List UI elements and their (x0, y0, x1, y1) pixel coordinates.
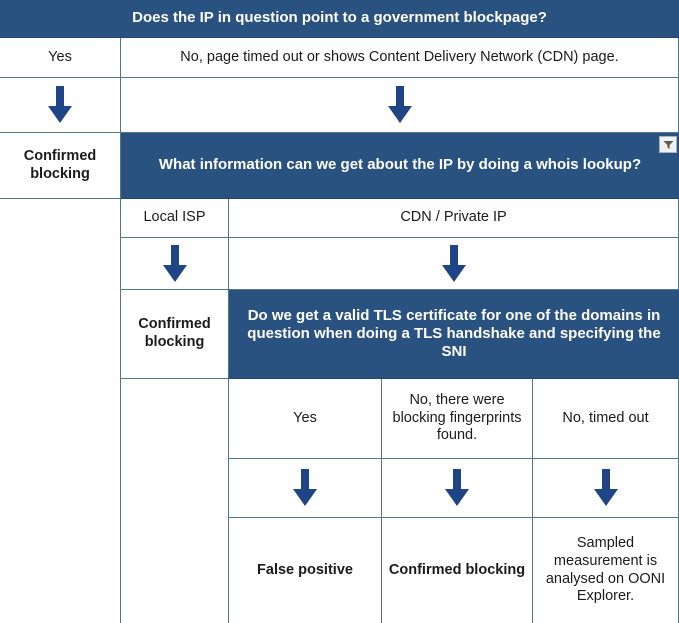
question-3-header: Do we get a valid TLS certificate for on… (229, 290, 679, 379)
outcome-confirmed-blocking-2: Confirmed blocking (121, 290, 229, 379)
answer-no-blockpage: No, page timed out or shows Content Deli… (121, 38, 679, 78)
empty-left-column (0, 199, 121, 623)
down-arrow-icon (47, 86, 73, 124)
down-arrow-icon (387, 86, 413, 124)
arrow-cell-tls-timeout (533, 459, 679, 518)
question-1-header: Does the IP in question point to a gover… (0, 0, 679, 38)
answer-yes-blockpage: Yes (0, 38, 121, 78)
arrow-cell-yes-blockpage (0, 78, 121, 133)
arrow-cell-tls-yes (229, 459, 382, 518)
arrow-cell-tls-fingerprints (382, 459, 533, 518)
outcome-false-positive: False positive (229, 518, 382, 623)
answer-cdn-private-ip: CDN / Private IP (229, 199, 679, 238)
arrow-cell-no-blockpage (121, 78, 679, 133)
down-arrow-icon (441, 244, 467, 283)
arrow-cell-local-isp (121, 238, 229, 290)
outcome-sampled-measurement: Sampled measurement is analysed on OONI … (533, 518, 679, 623)
outcome-confirmed-blocking-3: Confirmed blocking (382, 518, 533, 623)
answer-tls-yes: Yes (229, 379, 382, 459)
down-arrow-icon (444, 469, 470, 507)
arrow-cell-cdn-private-ip (229, 238, 679, 290)
down-arrow-icon (292, 469, 318, 507)
question-2-header: What information can we get about the IP… (121, 133, 679, 199)
down-arrow-icon (593, 469, 619, 507)
answer-tls-fingerprints: No, there were blocking fingerprints fou… (382, 379, 533, 459)
filter-dropdown-icon[interactable] (659, 136, 677, 153)
answer-tls-timeout: No, timed out (533, 379, 679, 459)
answer-local-isp: Local ISP (121, 199, 229, 238)
empty-second-column (121, 379, 229, 623)
down-arrow-icon (162, 244, 188, 283)
outcome-confirmed-blocking-1: Confirmed blocking (0, 133, 121, 199)
